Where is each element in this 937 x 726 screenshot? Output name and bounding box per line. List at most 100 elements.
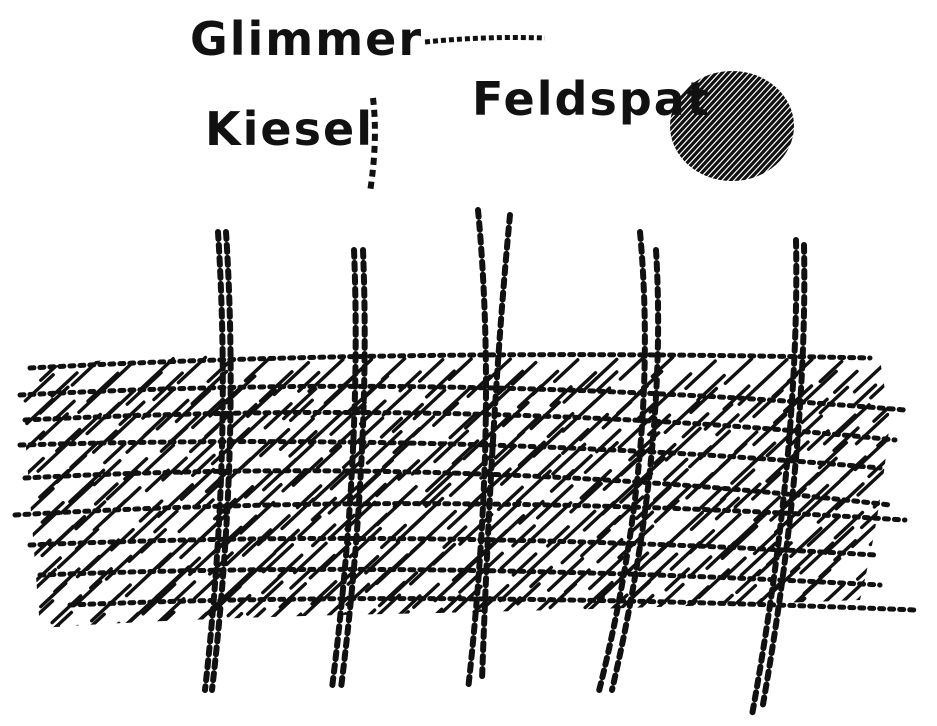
feldspar-hatch-stroke [820, 472, 850, 500]
feldspar-hatch-stroke [495, 625, 526, 628]
feldspar-hatch-stroke [447, 357, 473, 382]
feldspar-hatch-stroke [834, 482, 865, 511]
feldspar-hatch-stroke [161, 456, 188, 482]
feldspar-hatch-stroke [511, 552, 538, 577]
feldspar-hatch-stroke [159, 425, 189, 453]
feldspar-hatch-stroke [869, 566, 890, 602]
quartz-dotted-vein [465, 207, 489, 693]
mica-dotted-row [67, 596, 918, 613]
feldspar-hatch-stroke [773, 399, 800, 425]
feldspat-hatch-line [738, 71, 794, 181]
feldspar-hatch-stroke [536, 484, 574, 520]
feldspar-hatch-stroke [687, 555, 713, 579]
legend-symbol-kiesel [367, 97, 378, 193]
feldspar-hatch-stroke [885, 470, 890, 498]
feldspar-hatch-stroke [56, 540, 88, 570]
feldspar-hatch-stroke [374, 610, 410, 628]
feldspar-hatch-stroke [424, 369, 456, 399]
feldspar-hatch-stroke [85, 401, 122, 436]
feldspar-hatch-stroke [856, 468, 886, 497]
feldspar-hatch-stroke [410, 441, 448, 476]
mica-dotted-row [27, 352, 873, 371]
feldspar-hatch-stroke [230, 622, 260, 628]
feldspar-hatch-stroke [206, 359, 232, 384]
feldspar-hatch-stroke [583, 580, 614, 610]
feldspar-hatch-stroke [310, 496, 338, 522]
feldspar-hatch-stroke [179, 467, 216, 501]
feldspar-hatch-stroke [872, 400, 890, 423]
feldspar-hatch-stroke [171, 580, 197, 604]
feldspar-hatch-stroke [735, 569, 762, 595]
feldspar-hatch-stroke [799, 541, 835, 575]
feldspar-hatch-stroke [689, 496, 727, 532]
feldspar-hatch-stroke [278, 417, 315, 451]
feldspar-hatch-stroke [535, 453, 562, 479]
feldspar-hatch-stroke [104, 554, 133, 581]
feldspar-hatch-stroke [408, 551, 446, 586]
feldspat-hatch-line [670, 71, 724, 181]
feldspar-hatch-stroke [697, 486, 724, 512]
feldspar-hatch-stroke [738, 399, 763, 423]
feldspar-hatch-stroke [552, 358, 580, 384]
feldspat-hatch-line [670, 71, 742, 181]
legend-label-glimmer: Glimmer [190, 12, 423, 66]
feldspar-hatch-stroke [498, 568, 535, 603]
feldspar-hatch-stroke [630, 593, 655, 617]
mica-layers [12, 352, 918, 613]
feldspar-hatch-stroke [394, 624, 432, 628]
feldspar-hatch-stroke [240, 607, 267, 628]
feldspar-hatch-stroke [876, 425, 890, 448]
feldspar-hatch-stroke [733, 482, 762, 509]
feldspar-hatch-stroke [272, 360, 311, 397]
feldspar-hatch-stroke [246, 388, 278, 419]
feldspar-hatch-stroke [59, 481, 95, 515]
feldspar-hatch-stroke [511, 611, 543, 628]
feldspar-hatch-stroke [193, 569, 227, 601]
feldspar-hatch-stroke [273, 612, 303, 628]
feldspar-hatch-stroke [54, 624, 80, 628]
feldspat-hatch-line [670, 71, 760, 181]
feldspar-hatch-stroke [872, 542, 890, 571]
feldspat-hatch-line [670, 71, 748, 181]
feldspar-hatch-stroke [364, 570, 390, 593]
feldspar-hatch-stroke [855, 552, 887, 581]
feldspar-hatch-stroke [699, 626, 725, 628]
feldspar-hatch-stroke [193, 481, 222, 508]
feldspar-hatch-stroke [873, 623, 890, 628]
feldspar-hatch-stroke [896, 363, 928, 393]
feldspar-hatch-stroke [204, 469, 230, 494]
feldspar-hatch-stroke [448, 472, 475, 498]
feldspar-hatch-stroke [261, 598, 293, 628]
feldspar-hatch-stroke [854, 611, 884, 628]
feldspar-hatch-stroke [375, 471, 403, 498]
feldspar-hatch-stroke [329, 400, 367, 436]
feldspar-hatch-stroke [853, 383, 878, 406]
feldspar-hatch-stroke [290, 623, 324, 628]
feldspar-hatch-stroke [350, 416, 385, 449]
feldspat-hatch-line [780, 71, 794, 181]
feldspar-hatch-stroke [92, 509, 117, 532]
feldspar-hatch-stroke [892, 611, 923, 640]
feldspar-hatch-stroke [289, 398, 314, 423]
feldspar-hatch-stroke [500, 454, 533, 486]
feldspar-hatch-stroke [174, 389, 211, 424]
feldspar-hatch-stroke [689, 386, 719, 415]
feldspar-hatch-stroke [223, 571, 253, 598]
feldspar-hatch-stroke [833, 626, 864, 628]
feldspar-hatch-stroke [179, 441, 216, 476]
feldspat-hatch-line [670, 71, 766, 181]
feldspar-hatch-stroke [773, 625, 808, 628]
feldspar-hatch-stroke [311, 469, 347, 503]
feldspar-hatch-stroke [138, 499, 164, 523]
feldspar-hatch-stroke [446, 500, 479, 530]
feldspar-hatch-stroke [696, 593, 734, 628]
feldspar-hatch-stroke [723, 357, 754, 385]
feldspar-hatch-stroke [105, 469, 139, 501]
feldspar-hatch-stroke [530, 510, 563, 541]
kiesel-symbol-line [367, 97, 378, 193]
feldspar-hatch-stroke [365, 430, 403, 465]
feldspar-hatch-stroke [55, 427, 82, 453]
feldspar-hatch-stroke [76, 612, 106, 628]
feldspar-hatch-stroke [451, 552, 484, 582]
mica-dotted-row [17, 383, 908, 413]
